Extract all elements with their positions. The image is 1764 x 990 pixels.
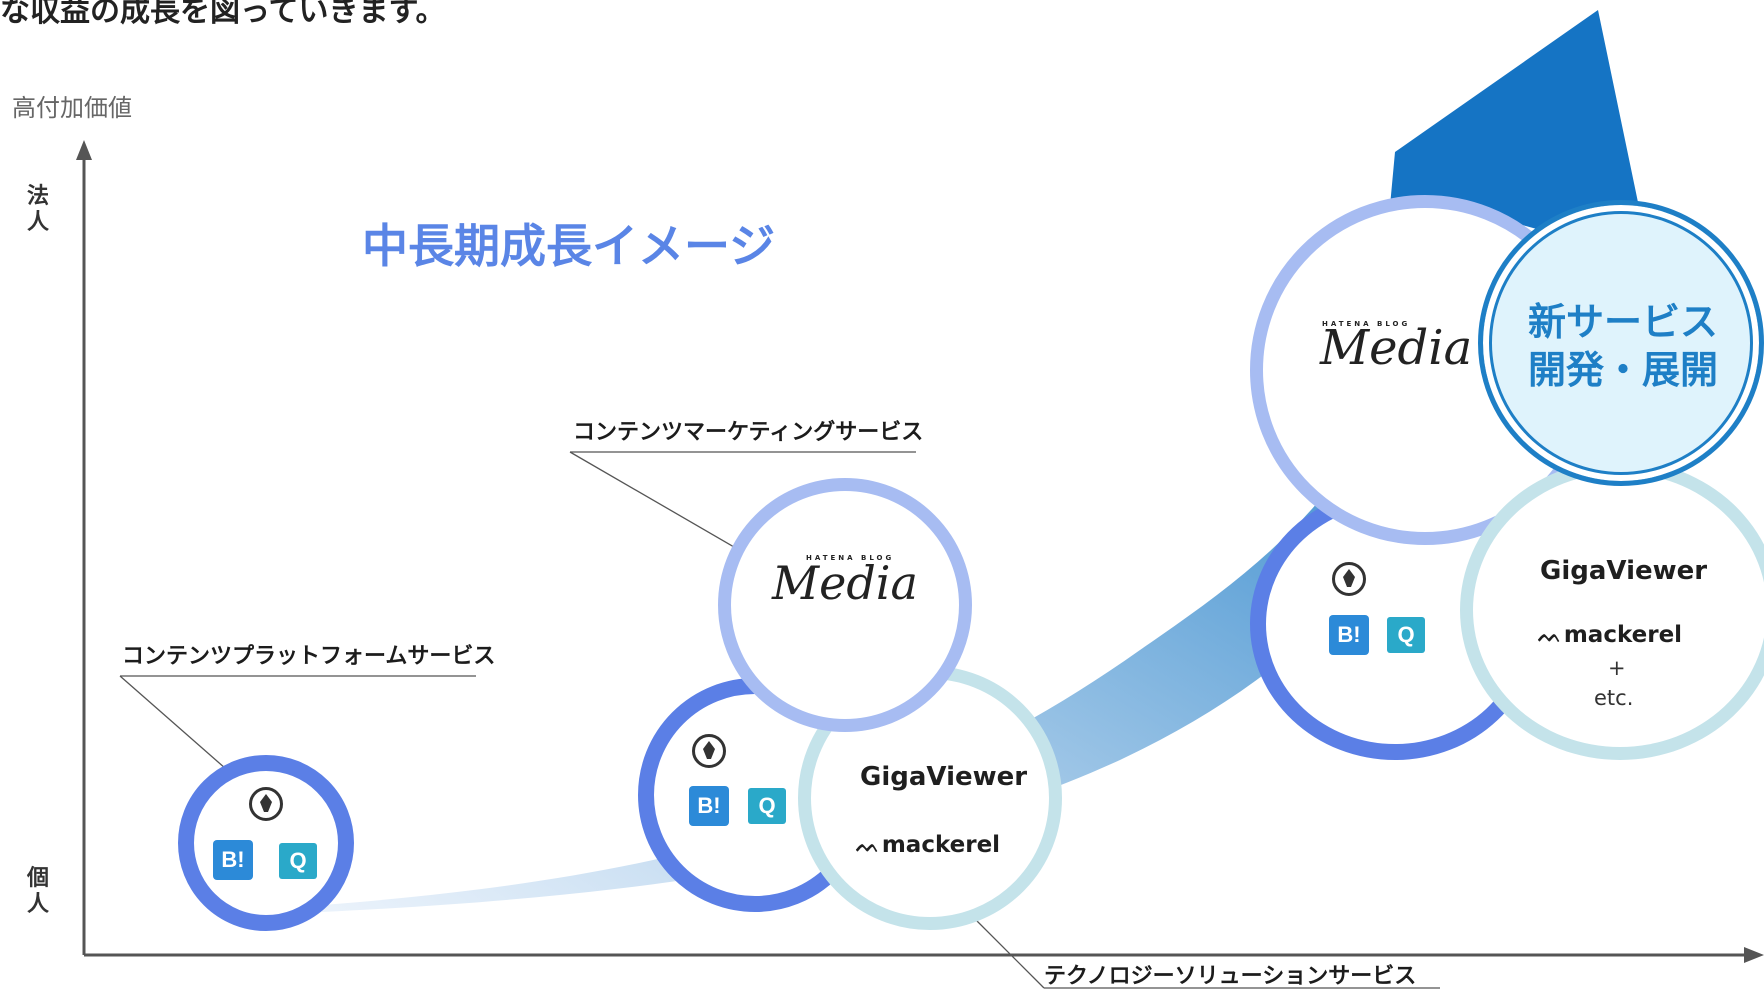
hatena-blog-small-label: HATENA BLOG [1322, 320, 1411, 328]
new-service-circle [1478, 200, 1764, 486]
stage1-platform-circle [178, 755, 354, 931]
top-cut-text: な収益の成長を図っていきます。 [0, 0, 446, 29]
pen-icon [692, 734, 726, 768]
gigaviewer-logo: GigaViewer [860, 762, 1028, 792]
hatena-blog-small-label: HATENA BLOG [806, 554, 895, 562]
etc-label: etc. [1594, 686, 1634, 710]
pen-icon [249, 787, 283, 821]
stage3-tech-circle [1460, 460, 1764, 760]
y-axis-top-label: 高付加価値 [12, 94, 132, 122]
x-axis-arrowhead [1744, 947, 1764, 963]
plus-sign: + [1608, 656, 1626, 680]
diagram-title: 中長期成長イメージ [362, 219, 776, 273]
media-logo: Media [1320, 320, 1473, 376]
new-service-line2: 開発・展開 [1527, 348, 1718, 392]
mackerel-mark-icon: ᨓ [1538, 623, 1562, 647]
label-content-platform: コンテンツプラットフォームサービス [122, 644, 496, 669]
y-axis-low-label: 個人 [26, 866, 49, 917]
new-service-line1: 新サービス [1527, 300, 1718, 344]
label-content-marketing: コンテンツマーケティングサービス [573, 420, 924, 445]
q-icon: Q [1387, 617, 1425, 653]
media-logo: Media [772, 556, 918, 610]
y-axis-high-label: 法人 [26, 184, 49, 235]
mackerel-label: mackerel [1563, 622, 1683, 648]
y-axis-arrowhead [76, 140, 92, 160]
mackerel-label: mackerel [881, 832, 1001, 858]
bookmark-icon: B! [689, 786, 729, 826]
pen-icon [1332, 562, 1366, 596]
bookmark-icon: B! [213, 840, 253, 880]
label-tech-solution: テクノロジーソリューションサービス [1044, 964, 1417, 989]
gigaviewer-logo: GigaViewer [1540, 556, 1708, 586]
q-icon: Q [279, 843, 317, 879]
q-icon: Q [748, 788, 786, 824]
mackerel-mark-icon: ᨓ [856, 833, 880, 857]
bookmark-icon: B! [1329, 615, 1369, 655]
new-service-text: 新サービス 開発・展開 [1508, 298, 1738, 394]
leader-marketing [569, 451, 761, 563]
